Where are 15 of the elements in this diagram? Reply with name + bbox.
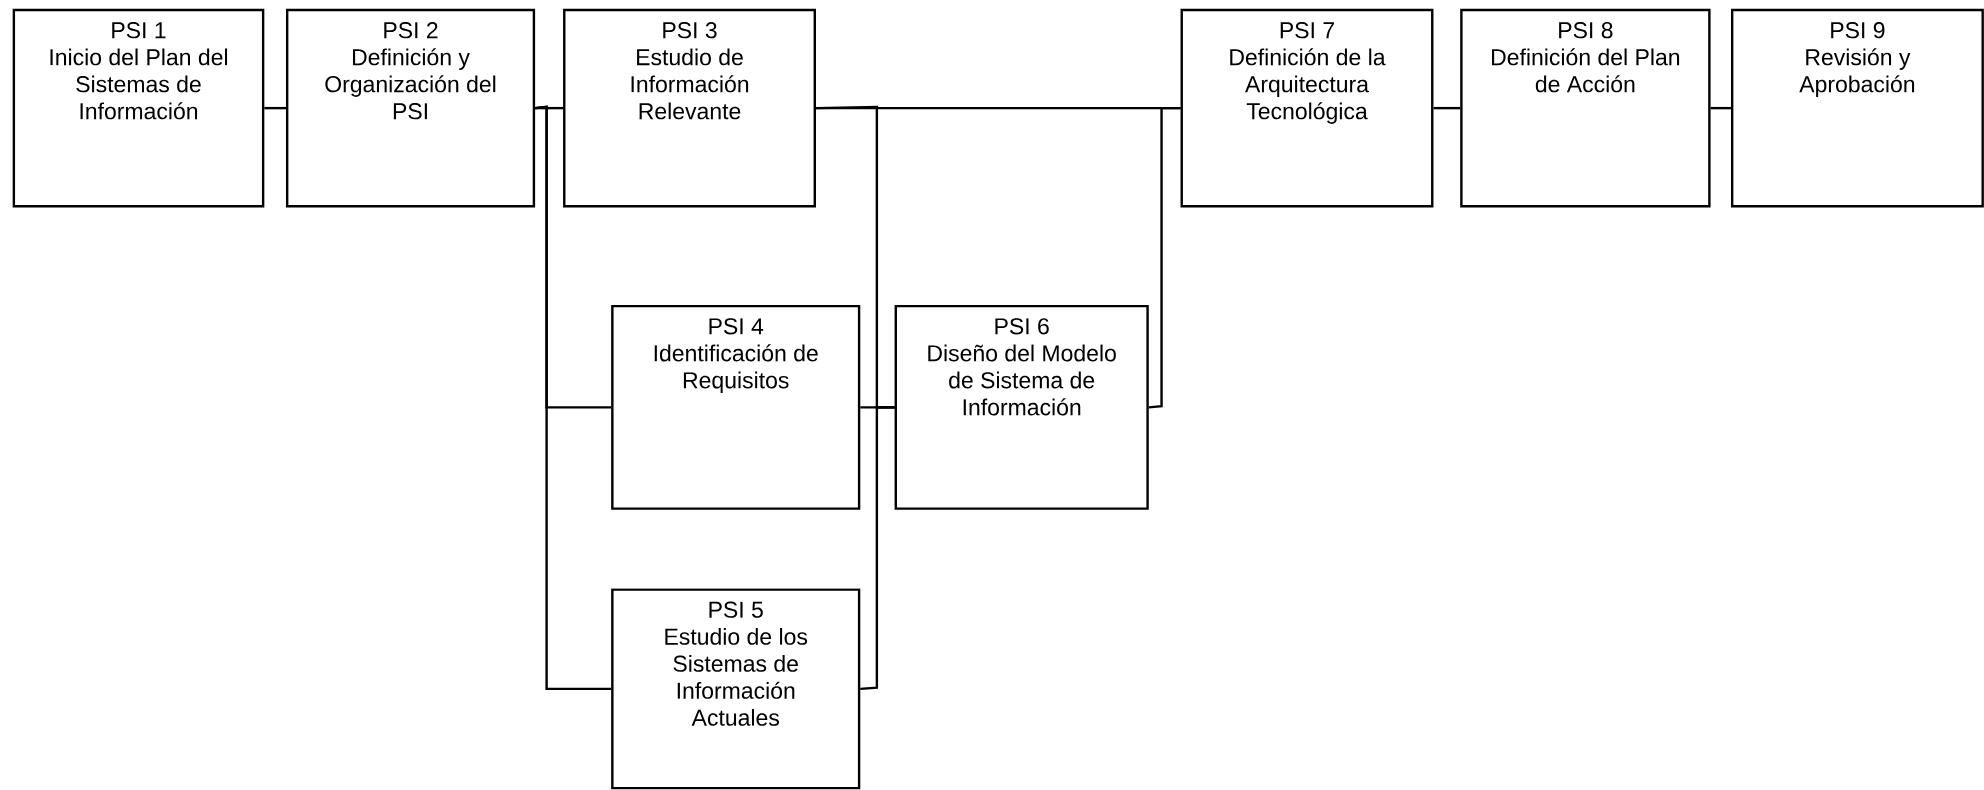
process-box: PSI 2 Definición y Organización del PSI: [285, 9, 536, 208]
connector-line: [1433, 107, 1461, 110]
process-box: PSI 1 Inicio del Plan del Sistemas de Información: [12, 9, 265, 208]
process-box: PSI 8 Definición del Plan de Acción: [1460, 9, 1711, 208]
process-box: PSI 4 Identificación de Requisitos: [611, 305, 861, 510]
connector-line: [860, 406, 895, 691]
process-box: PSI 9 Revisión y Aprobación: [1730, 9, 1984, 208]
process-box: PSI 3 Estudio de Información Relevante: [563, 9, 816, 208]
process-box: PSI 6 Diseño del Modelo de Sistema de Información: [894, 305, 1149, 510]
process-box: PSI 7 Definición de la Arquitectura Tecnológica: [1180, 9, 1434, 208]
connector-line: [1148, 107, 1181, 409]
connector-line: [264, 107, 286, 110]
connector-line: [1710, 107, 1731, 110]
process-box: PSI 5 Estudio de los Sistemas de Información Actuales: [611, 588, 861, 790]
connector-line: [535, 105, 612, 691]
